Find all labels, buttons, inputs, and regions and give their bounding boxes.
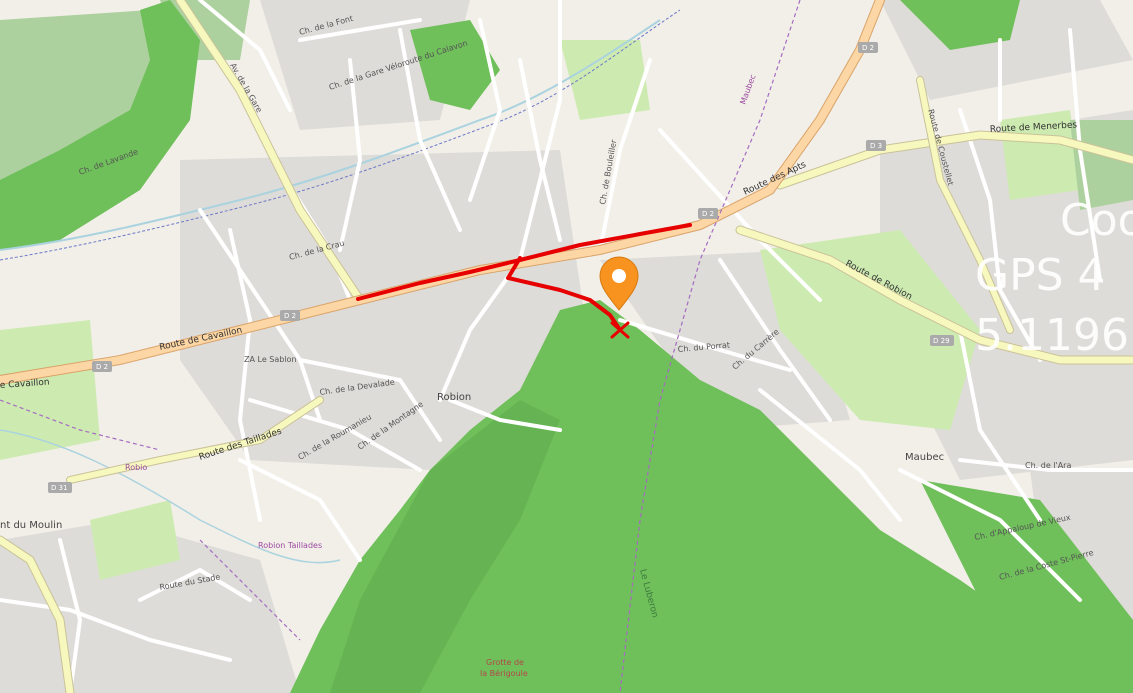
primary-road-d2	[0, 0, 885, 385]
meadows	[0, 40, 1080, 580]
map-pin-icon[interactable]	[599, 256, 639, 311]
gps-overlay-text: Coo GPS 4 5.1196	[975, 195, 1133, 361]
stream-south	[0, 429, 341, 564]
shield-d29: D 29	[933, 337, 950, 345]
shield-d2-cav: D 2	[284, 312, 296, 320]
label-grotte-2: la Bérigoule	[480, 668, 528, 678]
overlay-line-2: GPS 4	[975, 250, 1106, 301]
river-calavon	[0, 19, 661, 251]
shield-d2-mid: D 2	[702, 210, 714, 218]
road-shields: D 2 D 2 D 2 D 2 D 3 D 29 D 31	[48, 42, 954, 493]
forest-luberon-shade	[330, 400, 560, 693]
forest-patch-north	[410, 20, 500, 110]
label-town-left: nt du Moulin	[0, 520, 62, 531]
overlay-line-1: Coo	[1060, 195, 1133, 246]
label-route-menerbes: Route de Menerbes	[990, 120, 1078, 135]
shield-d2-left: D 2	[96, 363, 108, 371]
label-town-maubec: Maubec	[905, 452, 944, 463]
label-route-cavaillon-left: e Cavaillon	[0, 378, 50, 391]
label-purple-robio: Robio	[125, 463, 147, 472]
label-purple-robion-taillades: Robion Taillades	[258, 541, 322, 550]
overlay-line-3: 5.1196	[975, 310, 1129, 361]
shield-d31: D 31	[51, 484, 68, 492]
shield-d3: D 3	[870, 142, 882, 150]
shield-d2-top: D 2	[862, 44, 874, 52]
forest-luberon	[290, 300, 1110, 693]
label-grotte-1: Grotte de	[486, 658, 524, 667]
gps-route	[356, 223, 692, 332]
forest-patch-ne	[900, 0, 1020, 50]
label-zone-sablon: ZA Le Sablon	[244, 355, 297, 364]
forest-top-left	[0, 0, 200, 250]
forest-patch-east	[920, 480, 1133, 693]
hiking-trails	[0, 0, 801, 693]
label-town-robion: Robion	[437, 392, 471, 403]
cross-marker-icon[interactable]	[610, 321, 630, 339]
label-ch-ara: Ch. de l'Ara	[1025, 461, 1071, 470]
